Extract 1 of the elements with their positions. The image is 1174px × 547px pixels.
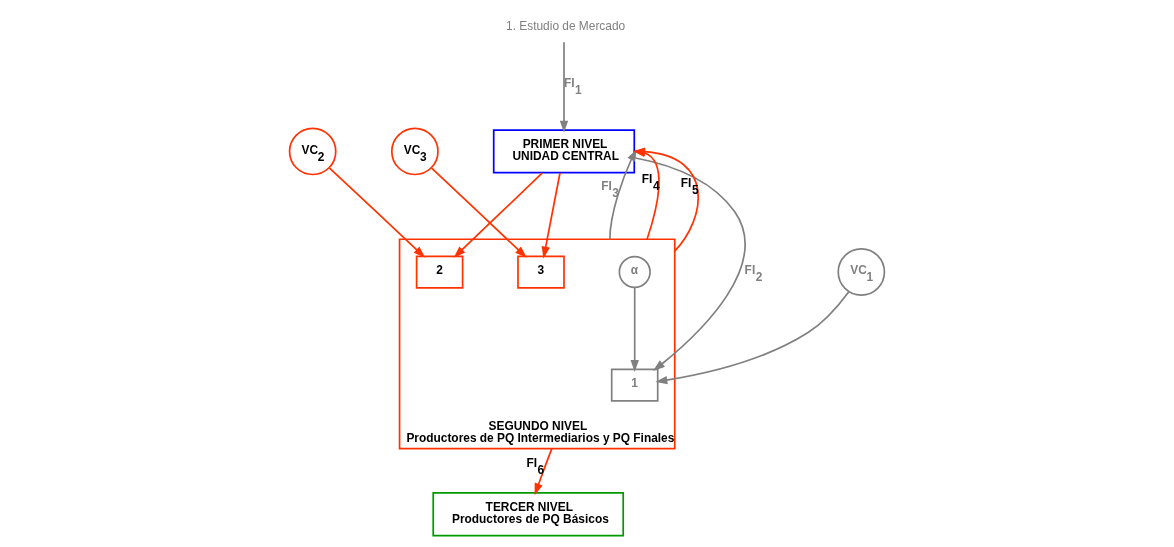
node-text: 1. Estudio de Mercado [506,18,626,33]
